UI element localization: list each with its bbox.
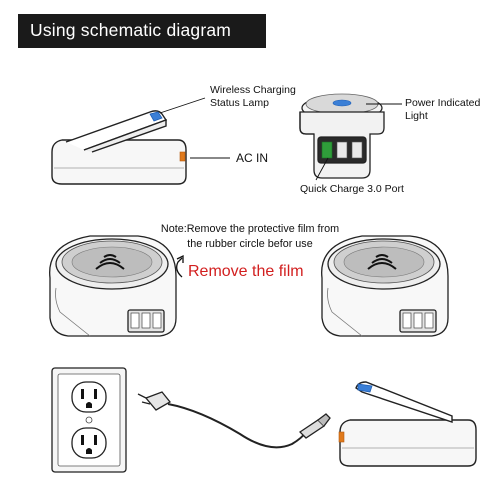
status-lamp-icon [357, 383, 373, 393]
ac-in-label: AC IN [236, 151, 269, 165]
power-light-icon [332, 99, 352, 107]
curved-arrow-icon [176, 257, 183, 278]
wireless-icon [367, 254, 397, 270]
status-lamp-icon [149, 111, 163, 122]
wall-outlet [51, 367, 127, 473]
ac-port-icon [179, 151, 186, 162]
quick-charge-label: Quick Charge 3.0 Port [300, 183, 404, 195]
power-light-label-1: Power Indicated [405, 97, 481, 109]
power-light-label-2: Light [405, 110, 428, 122]
title-bar [18, 14, 266, 48]
ac-port-icon [338, 431, 345, 443]
note-line-2: the rubber circle befor use [187, 238, 313, 250]
charger-with-film-right [321, 235, 449, 337]
usb-port-icon [336, 141, 348, 159]
wireless-lamp-label-1: Wireless Charging [210, 84, 296, 96]
remove-film-label: Remove the film [188, 263, 304, 280]
wireless-lamp-label-2: Status Lamp [210, 97, 269, 109]
power-cable [137, 391, 331, 449]
usb-port-icon [351, 141, 363, 159]
charger-rear-view [299, 93, 385, 179]
wireless-icon [95, 254, 125, 270]
charger-with-film-left [49, 235, 177, 337]
charger-side-view [51, 110, 187, 185]
note-line-1: Note:Remove the protective film from [160, 223, 340, 235]
page-title: Using schematic diagram [30, 20, 232, 40]
quick-charge-port-icon [321, 141, 333, 159]
charger-folded-view [338, 381, 477, 467]
